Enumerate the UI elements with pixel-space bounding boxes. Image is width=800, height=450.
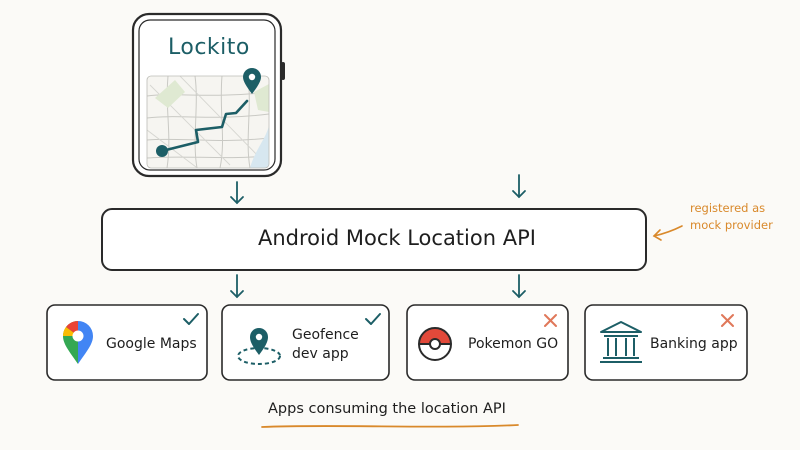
side-note: registered as mock provider: [690, 200, 773, 234]
app-label-geofence: Geofence dev app: [292, 326, 359, 364]
caption-underline: [261, 424, 519, 428]
side-note-line1: registered as: [690, 201, 766, 215]
app-card-google-maps: [46, 304, 208, 381]
google-maps-pin-icon: [63, 321, 93, 364]
pokeball-icon: [418, 327, 452, 361]
side-note-line2: mock provider: [690, 218, 773, 232]
app-label-geofence-line2: dev app: [292, 346, 349, 362]
phone-map: [147, 76, 269, 168]
destination-pin-icon: [243, 68, 261, 94]
pokemon-cross-icon: [544, 314, 557, 327]
app-label-banking: Banking app: [650, 336, 738, 352]
route-path: [156, 99, 249, 157]
app-card-geofence: [221, 304, 390, 381]
bank-icon: [600, 321, 642, 363]
phone-app-title: Lockito: [168, 35, 250, 60]
route-start-dot-icon: [156, 145, 168, 157]
app-label-pokemon-go: Pokemon GO: [468, 336, 559, 352]
arrow-api-to-google-maps: [230, 274, 244, 299]
api-box-label: Android Mock Location API: [258, 226, 536, 250]
app-card-pokemon-go: [406, 304, 569, 381]
app-label-geofence-line1: Geofence: [292, 327, 359, 343]
api-box: [101, 208, 647, 271]
arrow-api-to-pokemon: [512, 274, 526, 299]
geofence-pin-icon: [237, 328, 281, 365]
google-maps-check-icon: [183, 313, 199, 325]
arrow-other-to-api: [512, 174, 526, 199]
geofence-check-icon: [365, 313, 381, 325]
diagram-caption: Apps consuming the location API: [268, 401, 506, 417]
banking-cross-icon: [721, 314, 734, 327]
arrow-phone-to-api: [230, 181, 244, 205]
app-label-google-maps: Google Maps: [106, 336, 197, 352]
note-arrow: [652, 225, 683, 241]
